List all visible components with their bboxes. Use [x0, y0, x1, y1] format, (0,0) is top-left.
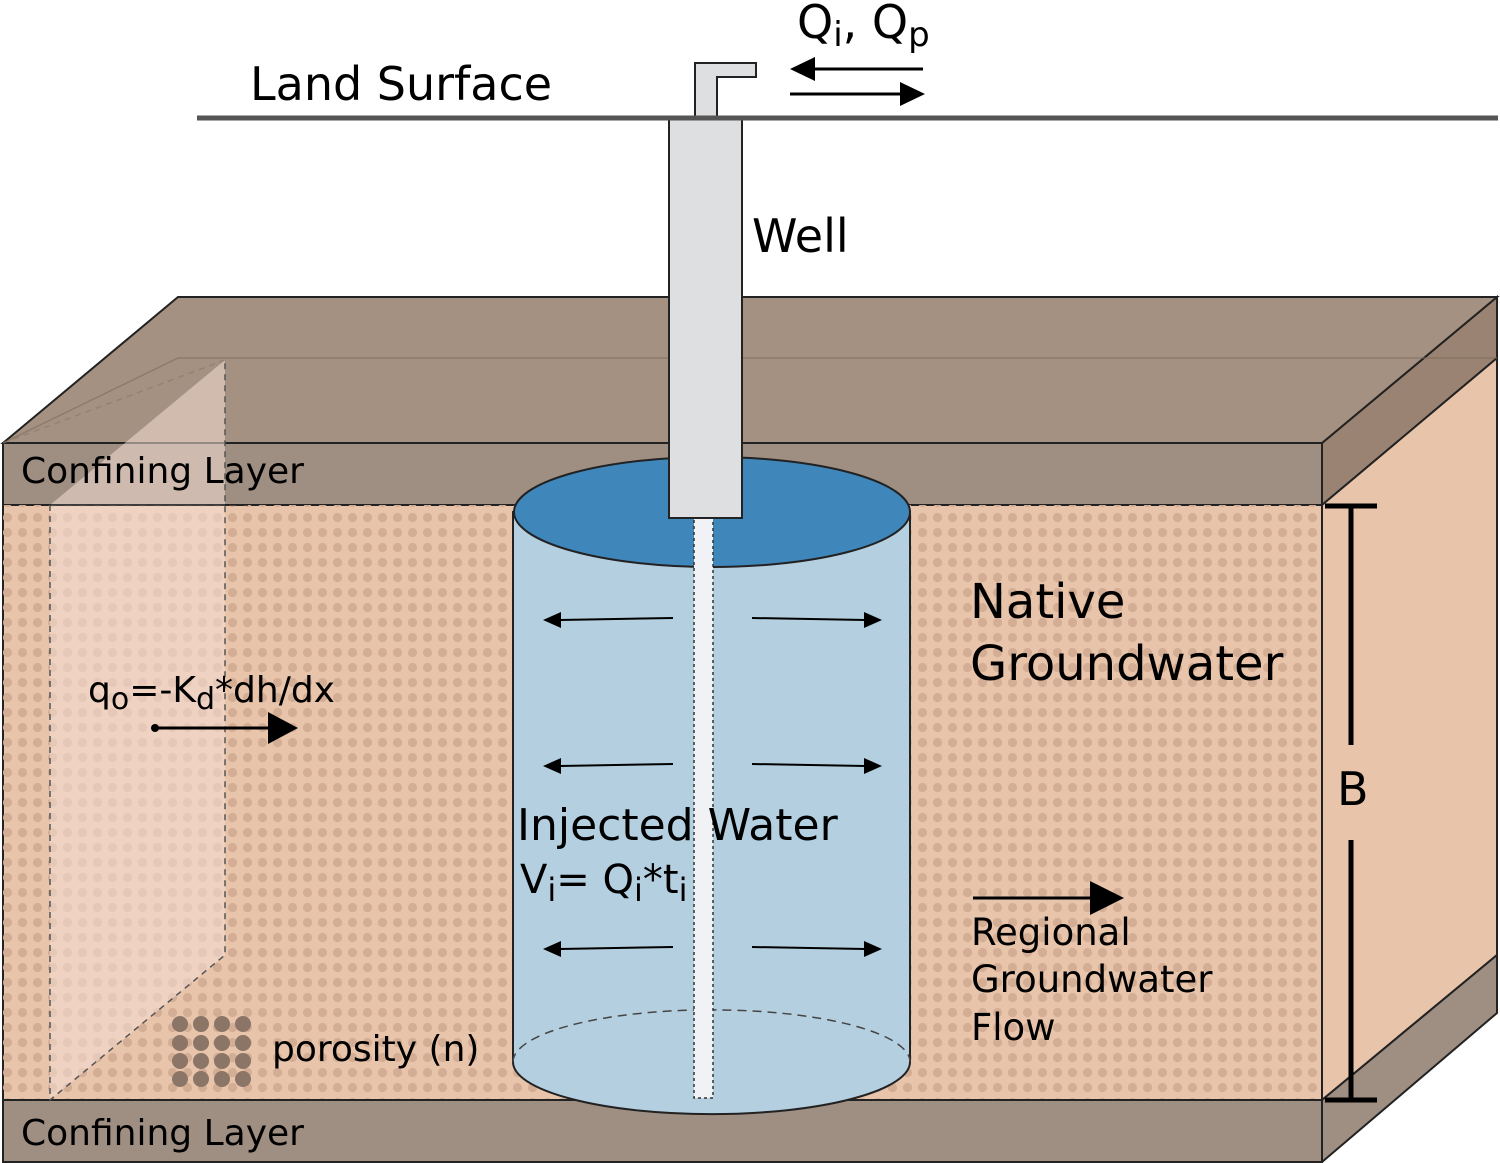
darcy-d-subscript: d: [196, 682, 215, 717]
darcy-flux-arrow: [151, 712, 298, 744]
flow-rate-q: Q: [797, 0, 833, 49]
well-casing: [668, 62, 757, 519]
volume-i1-subscript: i: [547, 871, 556, 909]
confining-layer-top-label: Confining Layer: [21, 451, 304, 492]
native-groundwater-label-line1: Native: [970, 574, 1125, 630]
injected-volume-label: Vi= Qi*ti: [520, 857, 687, 909]
porosity-label: porosity (n): [272, 1029, 479, 1070]
flow-rate-i-subscript: i: [833, 15, 842, 55]
regional-flow-label-line1: Regional: [971, 911, 1131, 954]
regional-flow-label-line3: Flow: [971, 1006, 1055, 1049]
well-screen: [693, 516, 714, 1099]
flow-rate-separator: , Q: [843, 0, 908, 49]
regional-flow-label-line2: Groundwater: [971, 958, 1213, 1001]
injected-water-label: Injected Water: [517, 800, 839, 851]
flow-rate-label: Qi, Qp: [797, 0, 930, 55]
porosity-icon: [172, 1016, 251, 1087]
flow-rate-p-subscript: p: [908, 15, 930, 55]
block-side-face: [1321, 294, 1498, 1163]
volume-i3-subscript: i: [679, 871, 688, 909]
thickness-bar: [1325, 503, 1377, 1103]
volume-v: V: [520, 857, 548, 903]
well-label: Well: [752, 209, 849, 263]
confining-layer-bottom-label: Confining Layer: [21, 1113, 304, 1154]
cross-section-plane: [2, 359, 248, 1102]
darcy-mid: =-K: [129, 670, 197, 711]
regional-flow-arrow: [973, 881, 1124, 915]
radial-flow-arrows: [543, 612, 882, 957]
darcy-flux-label: qo=-Kd*dh/dx: [88, 670, 335, 717]
darcy-o-subscript: o: [111, 682, 129, 717]
volume-mid: = Q: [556, 857, 634, 903]
confining-top-face: [0, 296, 1500, 444]
native-groundwater-label-line2: Groundwater: [970, 636, 1284, 692]
thickness-label: B: [1337, 762, 1369, 816]
darcy-q: q: [88, 670, 111, 711]
darcy-end: *dh/dx: [215, 670, 335, 711]
volume-i2-subscript: i: [634, 871, 643, 909]
land-surface-label: Land Surface: [250, 57, 552, 111]
flow-rate-arrows: [790, 57, 925, 106]
volume-t: *t: [643, 857, 679, 903]
